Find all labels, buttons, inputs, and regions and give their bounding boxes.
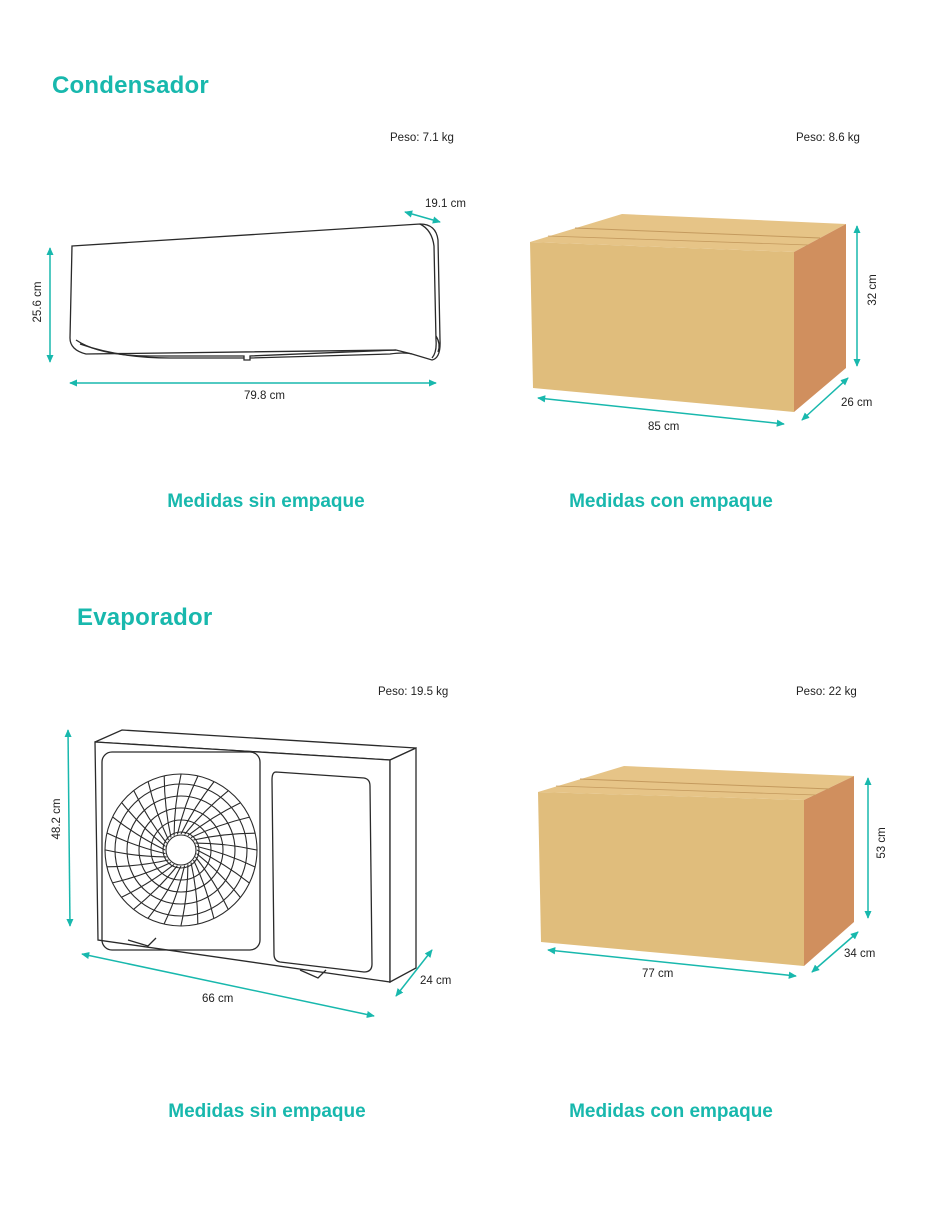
- evaporador-sin-empaque-peso: Peso: 19.5 kg: [378, 686, 449, 698]
- evaporador-title: Evaporador: [77, 604, 213, 631]
- condensador-title: Condensador: [52, 72, 209, 99]
- condensador-con-empaque-ancho: 85 cm: [648, 421, 680, 433]
- evaporador-sin-empaque-fondo: 24 cm: [420, 975, 452, 987]
- condensador-sin-empaque-fondo: 19.1 cm: [425, 198, 466, 210]
- condensador-con-empaque-alto: 32 cm: [867, 274, 879, 306]
- condensador-caption-con-empaque: Medidas con empaque: [569, 491, 773, 512]
- box-condensador-illustration: [530, 214, 846, 412]
- evaporador-con-empaque-alto: 53 cm: [876, 827, 888, 859]
- evaporador-sin-empaque-alto: 48.2 cm: [51, 798, 63, 840]
- indoor-unit-illustration: [69, 223, 441, 361]
- evaporador-con-empaque-peso: Peso: 22 kg: [796, 686, 857, 698]
- box-condensador-dimension-arrows: [537, 225, 861, 427]
- box-evaporador-dimension-arrows: [547, 777, 872, 979]
- condensador-sin-empaque-ancho: 79.8 cm: [244, 390, 285, 402]
- evaporador-sin-empaque-ancho: 66 cm: [202, 993, 234, 1005]
- condensador-sin-empaque-alto: 25.6 cm: [32, 281, 44, 323]
- evaporador-con-empaque-fondo: 34 cm: [844, 948, 876, 960]
- condensador-sin-empaque-peso: Peso: 7.1 kg: [390, 132, 454, 144]
- condensador-con-empaque-fondo: 26 cm: [841, 397, 873, 409]
- box-evaporador-illustration: [538, 766, 854, 966]
- outdoor-unit-illustration: [94, 729, 417, 984]
- condensador-caption-sin-empaque: Medidas sin empaque: [167, 491, 365, 512]
- evaporador-caption-con-empaque: Medidas con empaque: [569, 1101, 773, 1122]
- outdoor-unit-dimension-arrows: [64, 729, 433, 1019]
- outdoor-fan-grille: [104, 773, 258, 927]
- evaporador-caption-sin-empaque: Medidas sin empaque: [168, 1101, 366, 1122]
- evaporador-con-empaque-ancho: 77 cm: [642, 968, 674, 980]
- indoor-unit-dimension-arrows: [46, 210, 441, 387]
- condensador-con-empaque-peso: Peso: 8.6 kg: [796, 132, 860, 144]
